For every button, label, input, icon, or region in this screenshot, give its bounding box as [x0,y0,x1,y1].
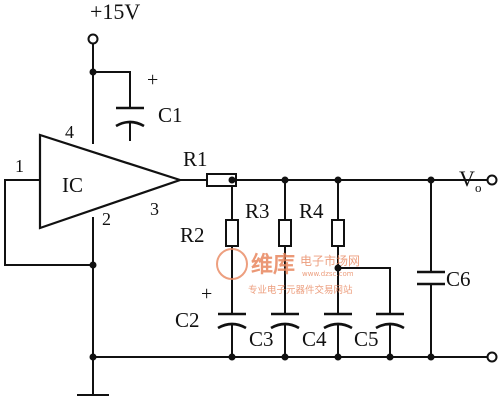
c5-label: C5 [354,327,379,351]
c4-label: C4 [302,327,327,351]
c1-plus-label: + [147,69,158,91]
r4-label: R4 [299,199,324,223]
pin1-label: 1 [15,156,24,176]
r1-resistor [206,173,237,187]
r3-resistor [278,219,292,247]
junction-dot [334,353,342,361]
c2-plus-label: + [201,283,212,305]
c3-plate-bottom [270,322,300,330]
ic-label: IC [62,173,83,197]
junction-dot [89,68,97,76]
output-terminal [486,174,498,186]
r3-label: R3 [245,199,270,223]
r2-resistor [225,219,239,247]
watermark: 维库 电子市场网 专业电子元器件交易网站 www.dzsc.com [216,248,360,296]
supply-label: +15V [90,0,140,24]
junction-dot [228,176,236,184]
junction-dot [427,353,435,361]
watermark-url: www.dzsc.com [302,270,354,278]
c3-label: C3 [249,327,274,351]
c5-plate-bottom [375,322,405,330]
watermark-tag: 电子市场网 [300,253,360,268]
junction-dot [89,261,97,269]
output-label: V [459,166,475,191]
r2-label: R2 [180,223,205,247]
c6-label: C6 [446,267,471,291]
ground-terminal [486,351,498,363]
c4-plate-bottom [323,322,353,330]
r1-label: R1 [183,147,208,171]
c2-label: C2 [175,308,200,332]
watermark-tagline: 专业电子元器件交易网站 [248,284,353,296]
junction-dot [228,353,236,361]
junction-dot [386,353,394,361]
supply-terminal [87,33,99,45]
junction-dot [334,176,342,184]
junction-dot [281,176,289,184]
pin3-label: 3 [150,199,159,219]
output-label-subscript: o [475,180,482,195]
junction-dot [89,353,97,361]
pin4-label: 4 [65,122,74,142]
junction-dot [427,176,435,184]
watermark-logo-icon [216,248,248,280]
c1-label: C1 [158,103,183,127]
watermark-brand: 维库 [251,252,295,278]
ic-triangle [38,133,184,230]
junction-dot [281,353,289,361]
pin2-label: 2 [102,209,111,229]
c1-plate-bottom [115,120,145,128]
junction-dot [334,264,342,272]
r4-resistor [331,219,345,247]
c2-plate-bottom [217,322,247,330]
